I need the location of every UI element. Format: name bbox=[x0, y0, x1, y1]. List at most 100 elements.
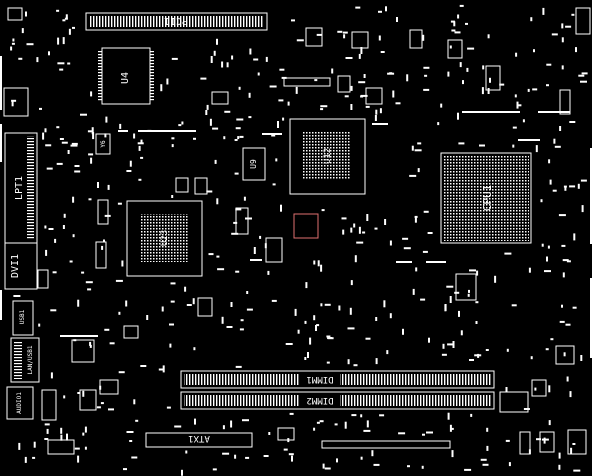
smd-pad bbox=[561, 23, 564, 29]
smd-pad bbox=[559, 126, 562, 131]
smd-pad bbox=[96, 406, 101, 409]
smd-pad bbox=[569, 391, 572, 398]
smd-pad bbox=[87, 288, 92, 291]
usb1-connector[interactable]: USB1 bbox=[12, 300, 34, 336]
smd-pad bbox=[375, 109, 378, 115]
smd-pad bbox=[217, 268, 225, 271]
smd-pad bbox=[553, 138, 556, 144]
smd-pad bbox=[117, 202, 122, 205]
smd-pad bbox=[62, 225, 65, 229]
lpt1-connector[interactable]: LPT1 bbox=[4, 132, 38, 244]
smd-pad bbox=[317, 260, 320, 267]
smd-pad bbox=[508, 462, 511, 467]
smd-pad bbox=[561, 304, 563, 308]
smd-pad bbox=[558, 214, 566, 217]
smd-pad bbox=[423, 210, 429, 213]
smd-pad bbox=[285, 343, 293, 345]
pci1-slot[interactable]: PCI1 bbox=[85, 12, 268, 31]
smd-pad bbox=[344, 95, 349, 98]
smd-pad bbox=[561, 37, 564, 43]
smd-pad bbox=[548, 420, 551, 426]
smd-pad bbox=[246, 291, 249, 294]
smd-pad bbox=[374, 115, 377, 121]
smd-pad bbox=[422, 34, 425, 41]
smd-pad bbox=[100, 402, 104, 405]
smd-pad bbox=[289, 412, 294, 415]
smd-pad bbox=[316, 324, 320, 327]
smd-pad bbox=[294, 308, 297, 316]
smd-pad bbox=[572, 443, 576, 445]
smd-pad bbox=[546, 84, 549, 87]
dvi1-connector[interactable]: DVI1 bbox=[4, 242, 38, 290]
y6-crystal[interactable]: Y6 bbox=[95, 133, 111, 155]
smd-pad bbox=[230, 302, 233, 307]
u23-label: U23 bbox=[160, 230, 170, 246]
smd-pad bbox=[389, 240, 392, 246]
cpu1-socket[interactable]: CPU1 bbox=[440, 152, 532, 244]
smd-pad bbox=[74, 165, 80, 167]
smd-pad bbox=[486, 445, 489, 451]
smd-pad bbox=[91, 127, 94, 135]
smd-pad bbox=[428, 337, 430, 343]
bottom-header[interactable] bbox=[321, 440, 451, 449]
smd-pad bbox=[193, 347, 196, 351]
smd-pad bbox=[420, 298, 426, 301]
u12-chip[interactable]: U12 bbox=[289, 118, 366, 195]
smd-pad bbox=[10, 46, 13, 51]
smd-pad bbox=[573, 469, 581, 472]
smd-pad bbox=[287, 101, 290, 106]
smd-pad bbox=[63, 213, 66, 218]
smd-pad bbox=[67, 62, 71, 65]
smd-pad bbox=[271, 299, 277, 302]
smd-pad bbox=[231, 55, 234, 60]
smd-pad bbox=[101, 245, 104, 250]
smd-pad bbox=[62, 19, 66, 22]
smd-pad bbox=[56, 162, 63, 165]
smd-pad bbox=[208, 253, 214, 256]
smd-pad bbox=[233, 221, 238, 224]
smd-pad bbox=[77, 455, 80, 463]
u4-chip[interactable]: U4 bbox=[98, 47, 154, 105]
smd-pad bbox=[545, 348, 549, 351]
smd-pad bbox=[350, 104, 353, 110]
smd-pad bbox=[505, 387, 508, 392]
smd-pad bbox=[407, 465, 410, 468]
smd-pad bbox=[321, 209, 325, 212]
smd-pad bbox=[249, 48, 252, 55]
smd-pad bbox=[511, 304, 517, 307]
smd-pad bbox=[378, 10, 382, 13]
smd-pad bbox=[226, 326, 233, 328]
smd-pad bbox=[355, 6, 361, 9]
atx1-connector[interactable]: ATX1 bbox=[145, 432, 253, 448]
smd-pad bbox=[81, 271, 85, 274]
smd-pad bbox=[82, 390, 85, 397]
smd-pad bbox=[52, 271, 57, 274]
smd-pad bbox=[561, 244, 566, 247]
smd-pad bbox=[320, 108, 324, 111]
u23-chip[interactable]: U23 bbox=[126, 200, 203, 277]
smd-pad bbox=[341, 217, 347, 220]
smd-pad bbox=[291, 19, 295, 22]
smd-pad bbox=[257, 72, 260, 76]
smd-pad bbox=[205, 110, 208, 115]
lan-usb1-connector[interactable]: LAN/USB1 bbox=[10, 337, 40, 383]
smd-pad bbox=[489, 77, 491, 83]
smd-pad bbox=[515, 52, 518, 57]
smd-pad bbox=[174, 425, 182, 428]
cpu1-label: CPU1 bbox=[481, 185, 494, 212]
smd-pad bbox=[11, 42, 15, 45]
smd-pad bbox=[581, 205, 584, 213]
smd-pad bbox=[566, 260, 571, 263]
usb1-label: USB1 bbox=[19, 309, 26, 324]
smd-pad bbox=[253, 247, 256, 254]
smd-pad bbox=[230, 420, 233, 428]
smd-pad bbox=[336, 458, 338, 463]
smd-pad bbox=[437, 122, 440, 126]
u9-chip[interactable]: U9 bbox=[242, 147, 266, 181]
dimm2-slot[interactable]: DIMM2 bbox=[180, 391, 495, 410]
dimm1-slot[interactable]: DIMM1 bbox=[180, 370, 495, 389]
smd-pad bbox=[66, 433, 68, 441]
smd-pad bbox=[226, 62, 229, 68]
audio1-connector[interactable]: AUDIO1 bbox=[6, 386, 34, 420]
smd-pad bbox=[411, 145, 414, 151]
